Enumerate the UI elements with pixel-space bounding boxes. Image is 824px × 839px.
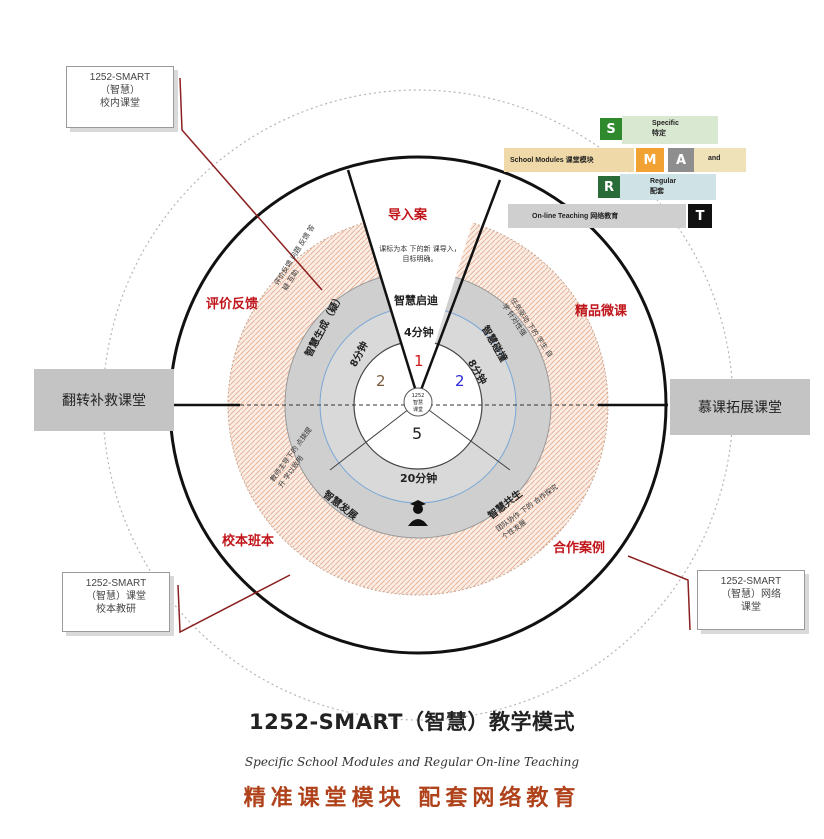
legend-s-bar: Specific 特定 bbox=[622, 116, 718, 144]
callout-tl-line2: （智慧） bbox=[100, 85, 140, 96]
number-1: 1 bbox=[414, 352, 424, 370]
callout-bl-line1: 1252-SMART bbox=[85, 578, 147, 589]
wedge-line-right bbox=[416, 179, 502, 399]
m-letter-icon: M bbox=[636, 148, 664, 172]
time-label-top: 4分钟 bbox=[404, 326, 434, 339]
callout-bottom-right: 1252-SMART （智慧）网络 课堂 bbox=[697, 570, 805, 630]
side-label-left: 翻转补救课堂 bbox=[34, 369, 174, 431]
legend-modules-text: School Modules 课堂模块 bbox=[510, 157, 594, 164]
a-letter-icon: A bbox=[668, 148, 694, 172]
legend-online-bar: On-line Teaching 网络教育 bbox=[508, 204, 686, 228]
wedge-line-left bbox=[346, 169, 420, 399]
ring-label-top: 智慧启迪 bbox=[394, 294, 438, 307]
legend-r-bar: Regular 配套 bbox=[620, 174, 716, 200]
number-5: 5 bbox=[412, 424, 423, 443]
number-2-left: 2 bbox=[376, 372, 386, 390]
sector-label-lower-left: 校本班本 bbox=[222, 534, 275, 549]
sector-label-upper-right: 精品微课 bbox=[575, 304, 628, 319]
legend-s-text-cn: 特定 bbox=[652, 130, 666, 137]
legend-r-text-en: Regular bbox=[650, 178, 677, 185]
graduate-icon bbox=[408, 500, 428, 526]
legend-s-text-en: Specific bbox=[652, 120, 679, 127]
callout-bl-line2: （智慧）课堂 bbox=[86, 591, 146, 602]
sector-label-top: 导入案 bbox=[388, 208, 428, 223]
intro-wedge bbox=[352, 172, 485, 398]
legend-modules-bar: School Modules 课堂模块 bbox=[504, 148, 634, 172]
legend-and-text: and bbox=[708, 155, 721, 162]
s-letter-icon: S bbox=[600, 118, 622, 140]
callout-br-line1: 1252-SMART bbox=[720, 576, 782, 587]
smart-legend: Specific 特定 S School Modules 课堂模块 M A an… bbox=[500, 112, 790, 232]
callout-tl-line3: 校内课堂 bbox=[100, 98, 140, 109]
svg-text:1252: 1252 bbox=[412, 393, 425, 399]
number-2-right: 2 bbox=[455, 372, 465, 390]
callout-line-bottom-right bbox=[627, 555, 691, 631]
callout-top-left: 1252-SMART （智慧） 校内课堂 bbox=[66, 66, 174, 128]
radial-line-b bbox=[417, 401, 511, 471]
center-circle bbox=[403, 387, 433, 417]
main-title: 1252-SMART（智慧）教学模式 bbox=[249, 710, 575, 734]
chinese-slogan: 精准课堂模块 配套网络教育 bbox=[243, 785, 581, 811]
time-label-bottom: 20分钟 bbox=[400, 472, 438, 485]
subtitle: Specific School Modules and Regular On-l… bbox=[244, 755, 580, 769]
t-letter-icon: T bbox=[688, 204, 712, 228]
r-letter-icon: R bbox=[598, 176, 620, 198]
sector-label-lower-right: 合作案例 bbox=[553, 541, 606, 556]
callout-line-top-left bbox=[179, 77, 323, 291]
callout-bl-line3: 校本教研 bbox=[96, 604, 136, 615]
note-top: 课标为本 下的新 课导入，目标明确。 bbox=[379, 245, 461, 263]
legend-r-text-cn: 配套 bbox=[650, 188, 664, 195]
callout-bottom-left: 1252-SMART （智慧）课堂 校本教研 bbox=[62, 572, 170, 632]
legend-online-text: On-line Teaching 网络教育 bbox=[532, 213, 619, 220]
callout-tl-line1: 1252-SMART bbox=[89, 72, 151, 83]
callout-br-line3: 课堂 bbox=[741, 602, 761, 613]
legend-and-bar: and bbox=[694, 148, 746, 172]
side-label-right: 慕课拓展课堂 bbox=[670, 379, 810, 435]
svg-text:课堂: 课堂 bbox=[413, 406, 423, 413]
svg-text:智慧: 智慧 bbox=[413, 399, 423, 406]
radial-line-a bbox=[329, 401, 419, 471]
sector-label-upper-left: 评价反馈 bbox=[206, 297, 259, 312]
callout-line-bottom-left bbox=[177, 574, 291, 634]
callout-br-line2: （智慧）网络 bbox=[721, 589, 781, 600]
